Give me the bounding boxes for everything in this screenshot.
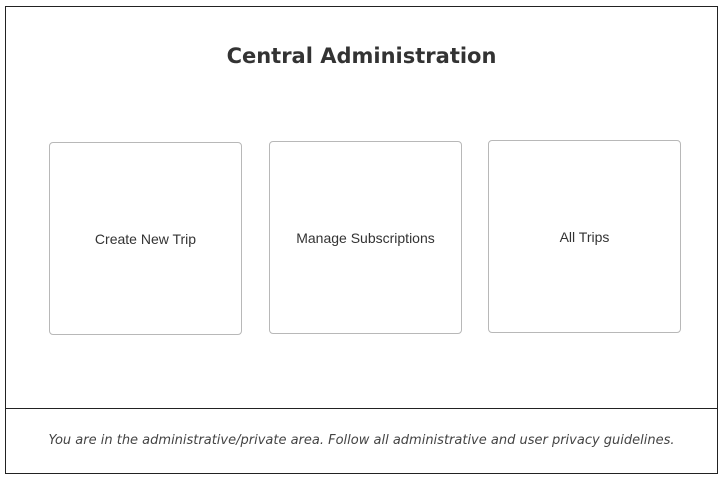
manage-subscriptions-label: Manage Subscriptions xyxy=(296,229,435,246)
create-new-trip-button[interactable]: Create New Trip xyxy=(49,142,242,335)
all-trips-button[interactable]: All Trips xyxy=(488,140,681,333)
privacy-notice: You are in the administrative/private ar… xyxy=(48,433,675,448)
footer-divider xyxy=(6,408,717,409)
page-title: Central Administration xyxy=(226,44,497,68)
admin-panel: Central Administration Create New Trip M… xyxy=(5,6,718,474)
manage-subscriptions-button[interactable]: Manage Subscriptions xyxy=(269,141,462,334)
all-trips-label: All Trips xyxy=(559,228,610,245)
create-new-trip-label: Create New Trip xyxy=(94,230,197,247)
